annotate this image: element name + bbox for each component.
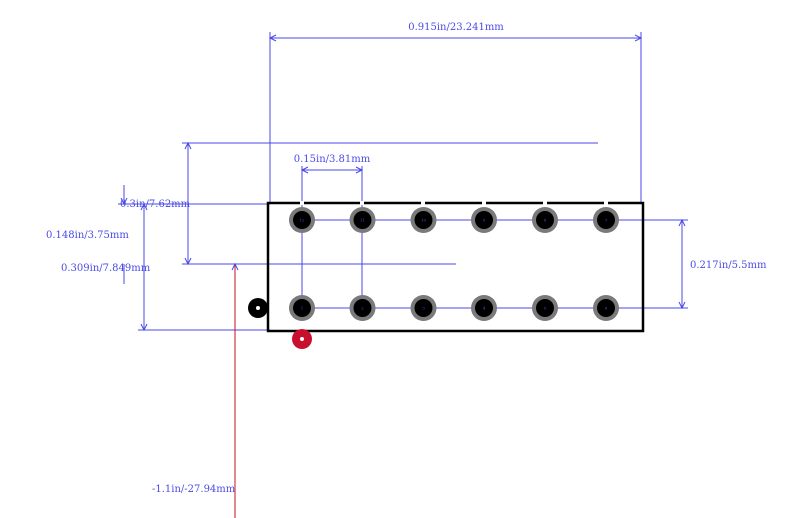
pad-number: 10 xyxy=(421,218,427,223)
pin1-marker xyxy=(248,298,268,318)
arrow-padoffset-top xyxy=(120,197,128,206)
pad-hole xyxy=(293,211,311,229)
arrow-rowspace-bot xyxy=(184,257,192,266)
pad-number: 7 xyxy=(605,218,608,223)
arrow-width-left xyxy=(268,34,277,42)
pad-number: 2 xyxy=(361,306,364,311)
dim-body-label: 0.309in/7.849mm xyxy=(61,263,151,274)
component-outline xyxy=(266,201,645,333)
dim-right-label: 0.217in/5.5mm xyxy=(690,260,767,271)
dim-padoffset-label: 0.148in/3.75mm xyxy=(46,230,129,241)
arrow-pitch-left xyxy=(300,166,309,174)
pad-hole xyxy=(293,299,311,317)
pad: 12 xyxy=(289,207,315,233)
pad-number: 1 xyxy=(301,306,304,311)
pad-number: 3 xyxy=(422,306,425,311)
pad-hole xyxy=(475,211,493,229)
notch xyxy=(604,201,608,205)
dim-width-label: 0.915in/23.241mm xyxy=(408,22,504,33)
notch xyxy=(300,201,304,205)
pad-hole xyxy=(475,299,493,317)
pad: 6 xyxy=(593,295,619,321)
pad-hole xyxy=(536,211,554,229)
dimension-arrows xyxy=(120,34,686,332)
pad: 9 xyxy=(471,207,497,233)
pad: 11 xyxy=(349,207,376,233)
dim-rowspace-label: 0.3in/7.62mm xyxy=(120,199,191,210)
pad-number: 11 xyxy=(360,218,365,223)
pad-number: 5 xyxy=(544,306,547,311)
arrow-origin-top xyxy=(231,262,239,271)
pad-number: 6 xyxy=(605,306,608,311)
arrow-rowspace-top xyxy=(184,141,192,150)
pad-hole xyxy=(597,211,615,229)
pad-hole xyxy=(597,299,615,317)
notch xyxy=(482,201,486,205)
arrow-right-top xyxy=(678,218,686,227)
pad-hole xyxy=(353,299,372,317)
pad-number: 9 xyxy=(483,218,486,223)
pad: 8 xyxy=(532,207,558,233)
arrow-body-top xyxy=(140,202,148,211)
dim-pitch-label: 0.15in/3.81mm xyxy=(294,154,371,165)
origin-marker xyxy=(292,329,312,349)
arrow-body-bot xyxy=(140,323,148,332)
notch xyxy=(360,201,364,205)
arrow-right-bot xyxy=(678,301,686,310)
pad: 3 xyxy=(410,295,437,321)
pad-hole xyxy=(414,299,433,317)
pad: 4 xyxy=(471,295,497,321)
pad: 2 xyxy=(349,295,376,321)
arrow-width-right xyxy=(634,34,643,42)
notch xyxy=(543,201,547,205)
pad-hole xyxy=(414,211,433,229)
pad-hole xyxy=(353,211,372,229)
dim-origin-label: -1.1in/-27.94mm xyxy=(152,484,236,495)
pad-hole xyxy=(536,299,554,317)
pad-number: 12 xyxy=(299,218,305,223)
pad: 10 xyxy=(410,207,437,233)
notch xyxy=(421,201,425,205)
pad: 1 xyxy=(289,295,315,321)
pad: 5 xyxy=(532,295,558,321)
arrow-pitch-right xyxy=(355,166,364,174)
dimension-lines xyxy=(118,32,688,518)
pad-number: 8 xyxy=(544,218,547,223)
pad-number: 4 xyxy=(483,306,486,311)
dimension-labels: 0.915in/23.241mm 0.15in/3.81mm 0.3in/7.6… xyxy=(46,22,767,495)
pad: 7 xyxy=(593,207,619,233)
top-edge-notches xyxy=(300,201,608,205)
